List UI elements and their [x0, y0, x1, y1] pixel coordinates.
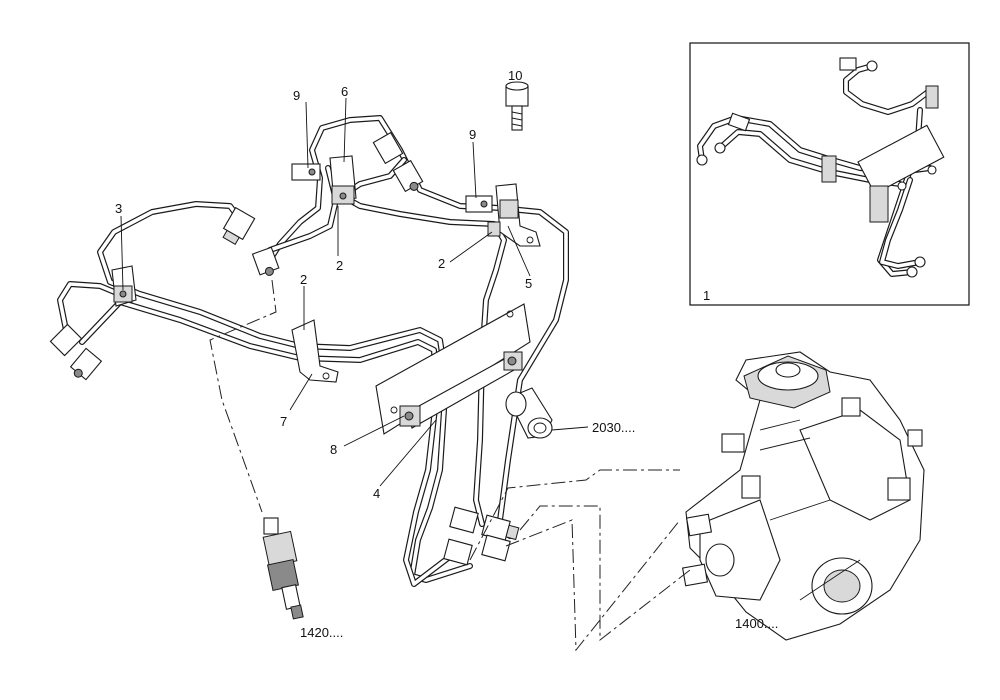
- leader-lines: [120, 97, 589, 487]
- callout-3: 3: [115, 201, 122, 216]
- callout-9-left: 9: [293, 88, 300, 103]
- callout-8: 8: [330, 442, 337, 457]
- callout-7: 7: [280, 414, 287, 429]
- callout-5: 5: [525, 276, 532, 291]
- callout-2-lower: 2: [300, 272, 307, 287]
- callout-10: 10: [508, 68, 522, 83]
- callout-4: 4: [373, 486, 380, 501]
- inset-frame: [689, 42, 970, 306]
- inset-pipe-assembly: [696, 57, 945, 278]
- bolt: [505, 81, 529, 131]
- callout-1: 1: [703, 288, 710, 303]
- callout-2-center: 2: [336, 258, 343, 273]
- pipe-end-unions: [49, 131, 520, 566]
- ref-1420: 1420....: [300, 625, 343, 640]
- ref-2030: 2030....: [592, 420, 635, 435]
- injection-pump: [681, 351, 925, 641]
- ref-1400: 1400....: [735, 616, 778, 631]
- callout-6: 6: [341, 84, 348, 99]
- callout-labels: 1 2 2 2 3 4 5 6 7 8 9 9 10 2030.... 1420…: [115, 68, 778, 640]
- callout-9-right: 9: [469, 127, 476, 142]
- callout-2-right: 2: [438, 256, 445, 271]
- brackets-and-clamps: [111, 155, 553, 439]
- connection-lines: [209, 279, 691, 652]
- assembly-inset: [689, 42, 970, 306]
- injector-nozzle: [262, 517, 304, 620]
